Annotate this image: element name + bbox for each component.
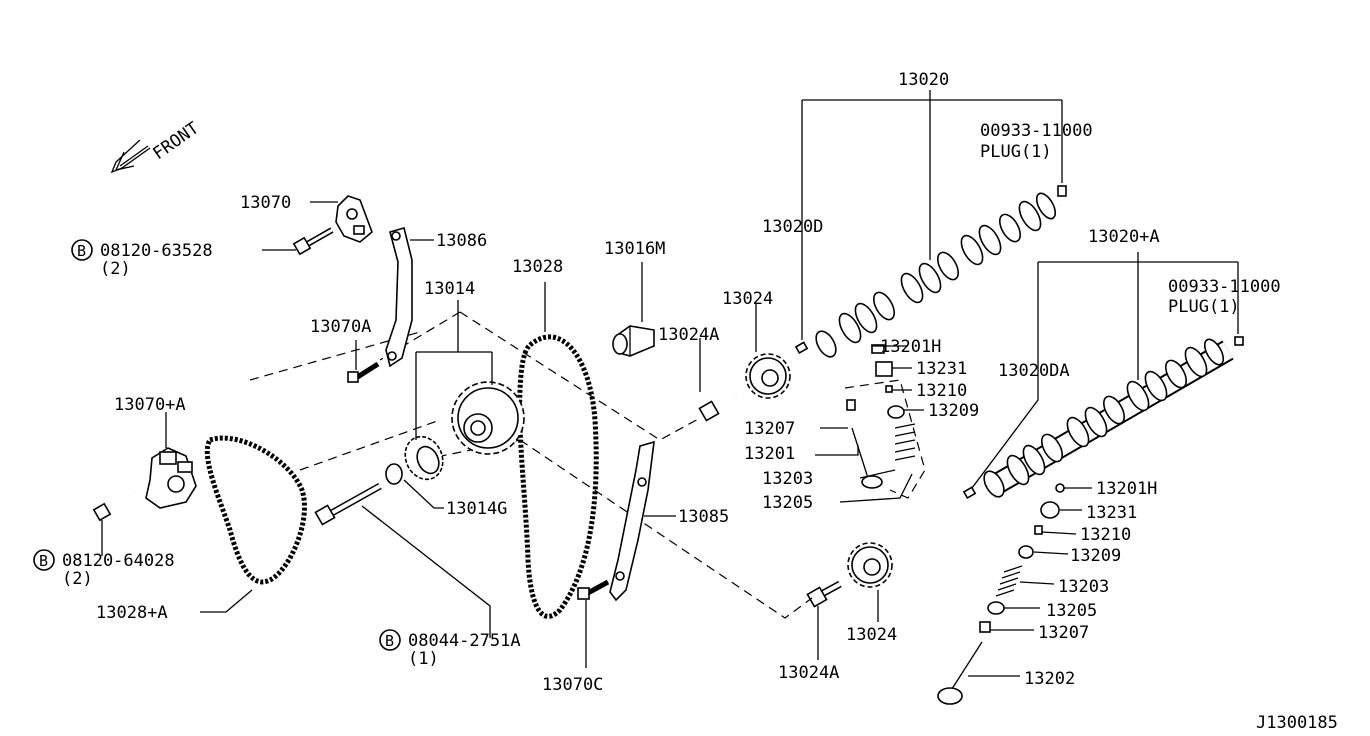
cam-sprocket-lower <box>847 542 893 588</box>
label-13028: 13028 <box>512 257 563 277</box>
camshaft-intake <box>815 192 1065 358</box>
label-bolt-08120-63528: 08120-63528 <box>100 241 213 261</box>
label-13016M: 13016M <box>604 239 665 259</box>
label-13024-top: 13024 <box>722 289 773 309</box>
bolt-08120-63528 <box>292 227 334 256</box>
label-13231-a: 13231 <box>916 359 967 379</box>
label-13231-b: 13231 <box>1086 503 1137 523</box>
valve-spring-b <box>995 565 1023 597</box>
label-13085: 13085 <box>678 507 729 527</box>
sprocket-bolt-upper <box>698 396 737 422</box>
valve-spring-seat-b <box>987 601 1005 615</box>
label-13020: 13020 <box>898 70 949 90</box>
label-13086: 13086 <box>436 231 487 251</box>
label-13020D: 13020D <box>762 217 823 237</box>
valve-b <box>937 687 963 705</box>
bolt-08120-64028 <box>92 490 135 522</box>
label-13020A: 13020+A <box>1088 227 1160 247</box>
label-13203-b: 13203 <box>1058 577 1109 597</box>
label-plug-a: PLUG(1) <box>980 142 1052 162</box>
label-plug-b: PLUG(1) <box>1168 297 1240 317</box>
timing-chain-primary <box>517 334 599 619</box>
svg-text:B: B <box>39 552 48 570</box>
label-13203-a: 13203 <box>762 469 813 489</box>
label-13202: 13202 <box>1024 669 1075 689</box>
label-13207-a: 13207 <box>744 419 795 439</box>
label-bolt-08120-64028: 08120-64028 <box>62 551 175 571</box>
label-13210-a: 13210 <box>916 381 967 401</box>
label-13210-b: 13210 <box>1080 525 1131 545</box>
camshaft-exhaust <box>983 338 1234 498</box>
dowel-pin-a <box>794 341 809 355</box>
front-label: FRONT <box>149 118 202 164</box>
cam-sprocket-upper <box>745 353 791 399</box>
cam-position-sensor-plate <box>612 325 655 357</box>
svg-text:B: B <box>77 242 86 260</box>
label-13028A: 13028+A <box>96 603 168 623</box>
valve-spring-retainer-a <box>887 405 905 419</box>
circled-b-bolt-icon: B <box>71 239 93 261</box>
label-13070A-tensioner: 13070+A <box>114 395 186 415</box>
plug-a <box>1057 185 1067 197</box>
valve-spring-a <box>894 423 916 461</box>
label-bolt-08120-63528-qty: (2) <box>100 259 131 279</box>
valve-lifter-a <box>875 361 893 377</box>
crank-sprocket-assembly <box>451 381 525 455</box>
front-direction-arrow-icon <box>110 139 151 174</box>
valve-adjusting-shim-a <box>871 344 885 354</box>
diagram-id: J1300185 <box>1256 713 1338 733</box>
sprocket-bolt-lower <box>806 580 842 608</box>
valve-a <box>861 475 883 489</box>
label-13020DA: 13020DA <box>998 361 1070 381</box>
label-13201H-a: 13201H <box>880 337 941 357</box>
label-bolt-08044-2751A: 08044-2751A <box>408 631 521 651</box>
circled-b-bolt-icon: B <box>33 549 55 571</box>
valve-spring-retainer-b <box>1018 545 1034 559</box>
timing-chain-secondary <box>204 435 307 585</box>
label-13205-a: 13205 <box>762 493 813 513</box>
label-bolt-08044-2751A-qty: (1) <box>408 649 439 669</box>
label-13207-b: 13207 <box>1038 623 1089 643</box>
oil-pump-sprocket <box>404 435 444 481</box>
chain-guide-slack <box>385 227 413 368</box>
circled-b-bolt-icon: B <box>379 629 401 651</box>
label-13070: 13070 <box>240 193 291 213</box>
label-13201H-b: 13201H <box>1096 479 1157 499</box>
label-13024A-bottom: 13024A <box>778 663 839 683</box>
plug-b <box>1234 336 1244 346</box>
label-13201: 13201 <box>744 444 795 464</box>
dowel-pin-b <box>962 486 977 500</box>
bolt-08044-2751A <box>314 482 382 526</box>
crank-key-washer <box>385 463 403 485</box>
label-plug-part-b: 00933-11000 <box>1168 277 1281 297</box>
label-13209-b: 13209 <box>1070 546 1121 566</box>
label-13070C: 13070C <box>542 675 603 695</box>
chain-tensioner-secondary <box>145 447 197 509</box>
chain-tensioner-primary <box>335 195 373 243</box>
label-13024A-top: 13024A <box>658 325 719 345</box>
svg-text:B: B <box>385 632 394 650</box>
bolt-13070A <box>347 361 380 383</box>
chain-guide-tension <box>609 440 655 602</box>
label-13205-b: 13205 <box>1046 601 1097 621</box>
bolt-13070C <box>577 579 610 600</box>
label-plug-part-a: 00933-11000 <box>980 121 1093 141</box>
label-13070A: 13070A <box>310 317 371 337</box>
label-bolt-08120-64028-qty: (2) <box>62 569 93 589</box>
label-13014: 13014 <box>424 279 475 299</box>
valve-lifter-b <box>1040 501 1060 519</box>
label-13024-bottom: 13024 <box>846 625 897 645</box>
label-13209-a: 13209 <box>928 401 979 421</box>
label-13014G: 13014G <box>446 499 507 519</box>
